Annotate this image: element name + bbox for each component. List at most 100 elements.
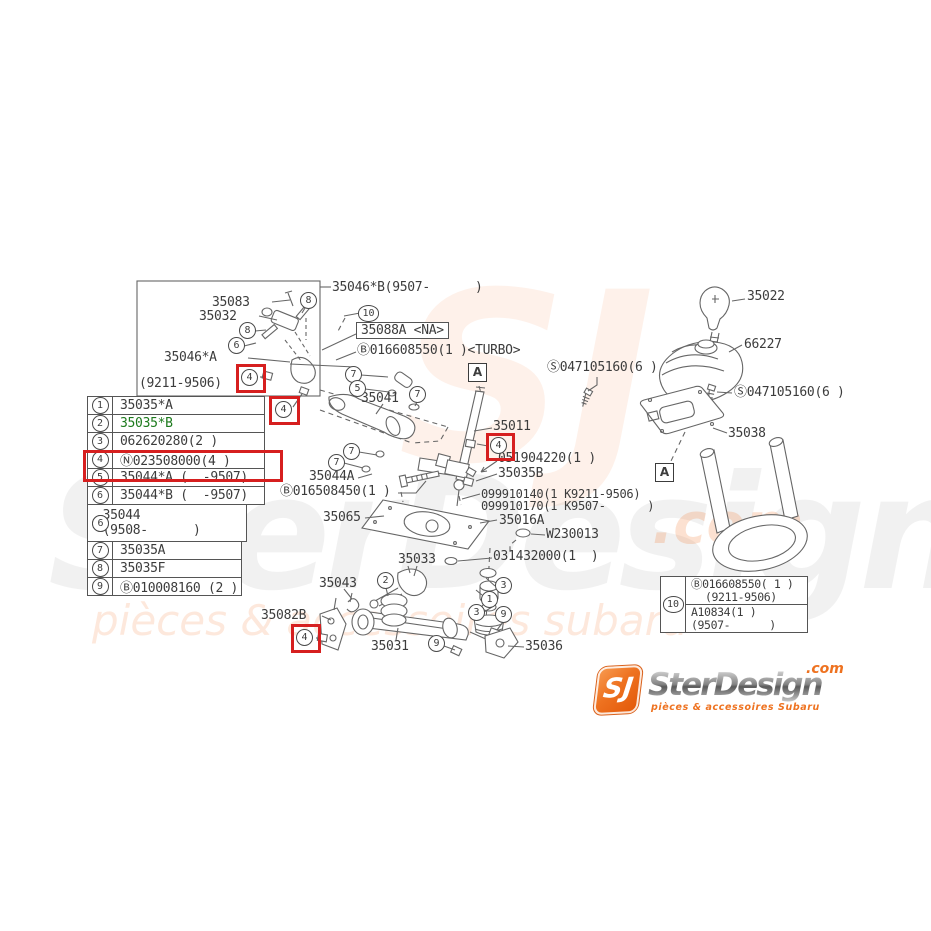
callout-8: 8 xyxy=(239,322,256,339)
legend-row-8: 8 35035F xyxy=(87,559,242,578)
part-label-35011: 35011 xyxy=(493,419,531,434)
part-label-031432000: 031432000(1 ) xyxy=(493,549,599,564)
part-label-35083: 35083 xyxy=(212,295,250,310)
part-label-051904220: 051904220(1 ) xyxy=(498,451,596,466)
part-label-35022: 35022 xyxy=(747,289,785,304)
legend-table: 1 35035*A 2 35035*B 3 062620280(2 ) 4 Ⓝ0… xyxy=(87,396,265,596)
brand-monogram-letters: SJ xyxy=(601,672,635,705)
legend-num-6: 6 xyxy=(91,487,109,504)
part-66227-boot xyxy=(658,339,744,403)
callout-4-highlighted: 4 xyxy=(275,401,292,418)
part-label-b016608550-turbo: Ⓑ016608550(1 )<TURBO> xyxy=(357,343,521,358)
legend-num-2: 2 xyxy=(91,415,109,432)
legend-part-35035a2: 35035A xyxy=(120,543,166,558)
legend-part-35044-range: (9508- ) xyxy=(102,523,201,538)
section-marker-a-right: A xyxy=(655,463,674,482)
legend-row-5and6: 5 & 6 35044 (9508- ) xyxy=(87,504,247,542)
ref-part-016608550: Ⓑ016608550( 1 ) xyxy=(691,576,794,591)
ref-row-9211-9506: Ⓑ016608550( 1 ) (9211-9506) xyxy=(686,577,807,604)
inset-assembly xyxy=(261,290,316,396)
part-label-35032: 35032 xyxy=(199,309,237,324)
part-label-b016508450: Ⓑ016508450(1 ) xyxy=(280,484,391,499)
callout-3: 3 xyxy=(495,577,512,594)
part-35082b-bracket xyxy=(316,597,347,651)
console-frame xyxy=(699,436,808,572)
linkage-and-bolt-35044a xyxy=(361,450,460,488)
part-label-35044a: 35044A xyxy=(309,469,355,484)
part-label-s047105160-right: Ⓢ047105160(6 ) xyxy=(734,385,845,400)
callout-4-highlighted: 4 xyxy=(241,369,258,386)
upper-sleeve-parts xyxy=(387,371,420,411)
part-label-9211-9506: (9211-9506) xyxy=(139,376,222,391)
legend-part-062620280: 062620280(2 ) xyxy=(120,434,218,449)
callout-3: 3 xyxy=(468,604,485,621)
legend-part-010008160: Ⓑ010008160 (2 ) xyxy=(120,581,239,596)
brand-tagline: pièces & accessoires Subaru xyxy=(651,702,820,713)
highlight-box-callout4-c xyxy=(486,433,515,461)
screw-left xyxy=(581,387,594,407)
section-marker-a-left: A xyxy=(468,363,487,382)
legend-part-35044: 35044 xyxy=(102,508,141,523)
ref-range-9507: (9507- ) xyxy=(691,617,776,632)
part-label-35088a: 35088A <NA> xyxy=(356,322,449,339)
legend-part-35035a: 35035*A xyxy=(120,398,173,413)
part-35011-lever-rod xyxy=(444,386,486,507)
highlight-box-callout4-d xyxy=(291,624,321,653)
part-label-35041: 35041 xyxy=(361,391,399,406)
part-35041-arm xyxy=(328,393,416,440)
part-label-35016a: 35016A xyxy=(499,513,545,528)
brand-logo: SJ SterDesign .com pièces & accessoires … xyxy=(592,661,844,723)
legend-part-023508000: Ⓝ023508000(4 ) xyxy=(120,454,231,469)
part-label-35036: 35036 xyxy=(525,639,563,654)
part-label-35046b: 35046*B(9507- ) xyxy=(332,280,483,295)
ribbed-bushing xyxy=(380,593,408,627)
ref-row-9507: A10834(1 ) (9507- ) xyxy=(686,604,807,632)
part-label-s047105160-left: Ⓢ047105160(6 ) xyxy=(547,360,658,375)
reference-table-10: 10 Ⓑ016608550( 1 ) (9211-9506) A10834(1 … xyxy=(660,576,808,633)
legend-row-9: 9 Ⓑ010008160 (2 ) xyxy=(87,577,242,596)
part-label-w230013: W230013 xyxy=(546,527,599,542)
legend-part-35044b: 35044*B ( -9507) xyxy=(120,488,248,503)
callout-6: 6 xyxy=(228,337,245,354)
brand-name: SterDesign xyxy=(648,667,824,703)
legend-num-9: 9 xyxy=(91,578,109,595)
callout-9: 9 xyxy=(428,635,445,652)
brand-monogram-icon: SJ xyxy=(592,664,644,716)
legend-row-7: 7 35035A xyxy=(87,541,242,560)
callout-7: 7 xyxy=(328,454,345,471)
part-label-35033: 35033 xyxy=(398,552,436,567)
part-label-099910170: 099910170(1 K9507- ) xyxy=(481,499,655,513)
part-label-35043: 35043 xyxy=(319,576,357,591)
part-label-35031: 35031 xyxy=(371,639,409,654)
callout-7: 7 xyxy=(409,386,426,403)
part-label-099910140: 099910140(1 K9211-9506) xyxy=(481,487,641,501)
callout-5: 5 xyxy=(349,380,366,397)
part-label-35065: 35065 xyxy=(323,510,361,525)
highlight-box-callout4-a xyxy=(236,364,266,393)
legend-row-6: 6 35044*B ( -9507) xyxy=(87,486,265,505)
brand-tld: .com xyxy=(806,661,844,677)
ref-part-a10834: A10834(1 ) xyxy=(691,604,757,619)
part-label-35046a: 35046*A xyxy=(164,350,217,365)
part-label-66227: 66227 xyxy=(744,337,782,352)
callout-9: 9 xyxy=(495,606,512,623)
part-label-35035b: 35035B xyxy=(498,466,544,481)
callout-2: 2 xyxy=(377,572,394,589)
legend-num-7: 7 xyxy=(91,542,109,559)
legend-num-6: 6 xyxy=(92,514,109,532)
legend-num-3: 3 xyxy=(91,433,109,450)
ref-range-9211-9506: (9211-9506) xyxy=(705,589,777,604)
highlight-box-callout4-b xyxy=(269,396,300,425)
legend-num-8: 8 xyxy=(91,560,109,577)
legend-row-2: 2 35035*B xyxy=(87,414,265,433)
part-35022-knob xyxy=(699,286,730,344)
callout-4-highlighted: 4 xyxy=(296,629,313,646)
highlight-box-legend-row4 xyxy=(83,450,283,482)
legend-row-1: 1 35035*A xyxy=(87,396,265,415)
callout-8: 8 xyxy=(300,292,317,309)
legend-num-1: 1 xyxy=(91,397,109,414)
leader-lines xyxy=(243,286,746,651)
part-35036-bracket xyxy=(449,627,519,659)
